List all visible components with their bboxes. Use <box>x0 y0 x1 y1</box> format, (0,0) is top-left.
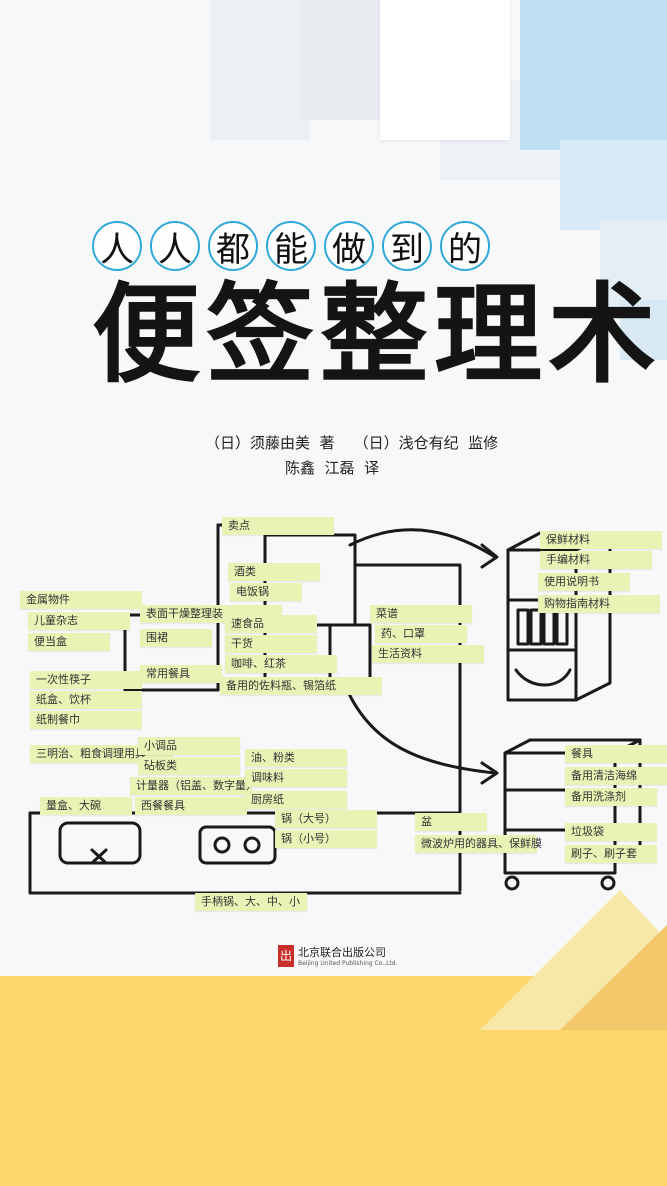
decor-panel <box>380 0 510 140</box>
decor-panel <box>520 0 667 150</box>
sticky-note: 计量器（铝盖、数字量） <box>130 777 257 795</box>
sticky-note: 一次性筷子 <box>30 671 142 689</box>
decor-triangles <box>480 890 667 1030</box>
sticky-note: 手柄锅、大、中、小 <box>195 893 307 911</box>
sticky-note: 酒类 <box>228 563 320 581</box>
decor-panel <box>210 0 310 140</box>
decor-panel <box>620 300 667 360</box>
sticky-note: 油、粉类 <box>245 749 347 767</box>
sticky-note: 量盒、大碗 <box>40 797 132 815</box>
publisher-name-en: Beijing United Publishing Co.,Ltd. <box>298 960 398 967</box>
publisher-logo: 出 <box>278 944 294 967</box>
publisher: 出 北京联合出版公司 Beijing United Publishing Co.… <box>278 944 398 967</box>
subtitle-char: 人 <box>150 221 200 271</box>
sticky-note: 干货 <box>225 635 317 653</box>
sticky-note: 锅（大号） <box>275 810 377 828</box>
decor-panel <box>600 220 667 310</box>
subtitle-char: 都 <box>208 221 258 271</box>
sticky-note: 电饭锅 <box>230 583 302 601</box>
sticky-note: 围裙 <box>140 629 212 647</box>
sticky-note: 生活资料 <box>372 645 484 663</box>
sticky-note: 备用的佐料瓶、锡箔纸 <box>220 677 382 695</box>
subtitle-char: 能 <box>266 221 316 271</box>
decor-panel <box>560 140 667 230</box>
subtitle-char: 人 <box>92 221 142 271</box>
subtitle-char: 的 <box>440 221 490 271</box>
sticky-note: 西餐餐具 <box>135 797 247 815</box>
sticky-note: 菜谱 <box>370 605 472 623</box>
author-credits: （日）须藤由美 著 （日）浅仓有纪 监修 <box>205 434 499 452</box>
publisher-name: 北京联合出版公司 <box>298 946 386 959</box>
subtitle-char: 做 <box>324 221 374 271</box>
subtitle: 人 人 都 能 做 到 的 <box>92 221 490 271</box>
sticky-note: 保鲜材料 <box>540 531 662 549</box>
translator-credits: 陈鑫 江磊 译 <box>285 459 380 477</box>
sticky-note: 卖点 <box>222 517 334 535</box>
sticky-note: 使用说明书 <box>538 573 630 591</box>
sticky-note: 药、口罩 <box>375 625 467 643</box>
sticky-note: 三明治、粗食调理用具 <box>30 745 172 763</box>
sticky-note: 微波炉用的器具、保鲜膜 <box>415 835 542 853</box>
sticky-note: 便当盒 <box>28 633 110 651</box>
sticky-note: 小调品 <box>138 737 240 755</box>
sticky-note: 速食品 <box>225 615 317 633</box>
sticky-note: 咖啡、红茶 <box>225 655 337 673</box>
sticky-note: 调味料 <box>245 769 347 787</box>
sticky-note: 盆 <box>415 813 487 831</box>
sticky-note: 纸盒、饮杯 <box>30 691 142 709</box>
sticky-note: 手编材料 <box>540 551 652 569</box>
sticky-note: 儿童杂志 <box>28 612 130 630</box>
sticky-note: 常用餐具 <box>140 665 222 683</box>
sticky-note: 刷子、刷子套 <box>565 845 657 863</box>
decor-panel <box>300 0 390 120</box>
sticky-note: 垃圾袋 <box>565 823 657 841</box>
book-title: 便签整理术 <box>92 273 663 398</box>
subtitle-char: 到 <box>382 221 432 271</box>
sticky-note: 备用清洁海绵 <box>565 767 667 785</box>
sticky-note: 餐具 <box>565 745 667 763</box>
sticky-note: 厨房纸 <box>245 791 347 809</box>
sticky-note: 锅（小号） <box>275 830 377 848</box>
sticky-note: 备用洗涤剂 <box>565 788 657 806</box>
sticky-note: 纸制餐巾 <box>30 711 142 729</box>
sticky-note: 金属物件 <box>20 591 142 609</box>
sticky-note: 购物指南材料 <box>538 595 660 613</box>
sticky-note: 砧板类 <box>138 757 240 775</box>
